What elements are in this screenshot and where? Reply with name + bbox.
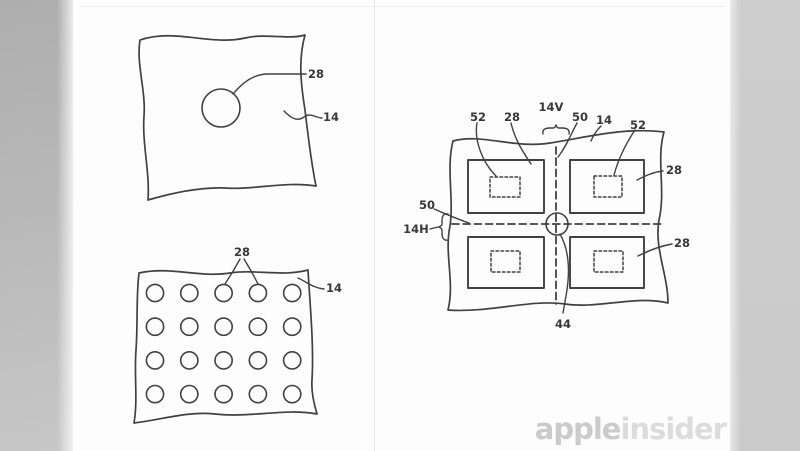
panel-top-left — [467, 159, 545, 214]
ref-label-28-top: 28 — [504, 110, 520, 124]
ref-label-44: 44 — [555, 317, 571, 331]
hole-circle — [248, 283, 268, 303]
hole-circle — [145, 317, 165, 337]
hole-circle — [179, 283, 199, 303]
ref-label-14: 14 — [323, 110, 339, 124]
leader-line-14 — [297, 277, 325, 290]
hole-circle — [145, 283, 165, 303]
figure-scribe-lines: 52 28 14V 50 14 52 28 28 50 14H 44 — [403, 100, 690, 331]
page-canvas — [73, 0, 730, 451]
ref-label-14: 14 — [596, 113, 612, 127]
panel-bottom-left — [467, 236, 545, 289]
hole-circle — [282, 384, 302, 404]
hole-circle — [145, 384, 165, 404]
ref-label-50-top: 50 — [572, 110, 588, 124]
watermark-light-part: insider — [620, 412, 727, 446]
leader-28-lower-right — [637, 243, 673, 257]
component-outline-br — [593, 250, 624, 273]
hole-circle — [214, 384, 234, 404]
leader-28-upper-right — [636, 170, 664, 181]
ref-label-28-lower-right: 28 — [674, 236, 690, 250]
ref-label-14v: 14V — [539, 100, 564, 114]
hole-circle — [282, 350, 302, 370]
hole-circle — [248, 350, 268, 370]
center-hole-circle — [545, 212, 569, 236]
ref-label-14: 14 — [326, 281, 342, 295]
leader-52-right — [613, 129, 636, 176]
watermark-bold-part: apple — [534, 412, 622, 446]
figure-hole-array: 28 14 — [133, 245, 342, 424]
leader-50-top — [557, 122, 578, 158]
hole-circle — [179, 384, 199, 404]
hole-circle — [145, 350, 165, 370]
hole-circle — [282, 317, 302, 337]
ref-label-28-upper-right: 28 — [666, 163, 682, 177]
hole-circle — [248, 317, 268, 337]
substrate-outline — [138, 34, 317, 201]
panel-top-right — [569, 159, 645, 214]
leader-14-top — [590, 125, 602, 142]
figure-single-hole: 28 14 — [138, 34, 339, 201]
leader-line-14 — [283, 110, 323, 120]
brace-14h — [438, 213, 449, 241]
leader-50-left — [433, 208, 470, 224]
brace-14v — [542, 124, 570, 135]
hole-array — [145, 283, 302, 404]
component-outline-bl — [490, 250, 521, 273]
ref-label-28: 28 — [308, 67, 324, 81]
leader-line-28 — [232, 73, 307, 95]
leader-fork-right — [243, 258, 259, 285]
hole-circle — [282, 283, 302, 303]
leader-fork-left — [224, 258, 241, 285]
substrate-outline — [447, 129, 669, 312]
page-fold-line — [374, 0, 375, 451]
hole-circle — [214, 317, 234, 337]
leader-52-left — [475, 122, 497, 177]
right-gradient-band — [730, 0, 800, 451]
hole-circle — [248, 384, 268, 404]
leader-44 — [559, 233, 570, 314]
hole-circle — [179, 350, 199, 370]
label-14h-connector — [429, 226, 439, 230]
ref-label-52-left: 52 — [470, 110, 486, 124]
component-outline-tl — [489, 176, 521, 198]
panel-bottom-right — [569, 236, 645, 289]
ref-label-14h: 14H — [403, 222, 429, 236]
hole-circle — [214, 283, 234, 303]
appleinsider-watermark: appleinsider — [534, 412, 727, 446]
ref-label-50-left: 50 — [419, 198, 435, 212]
component-outline-tr — [593, 175, 623, 198]
ref-label-52-right: 52 — [630, 118, 646, 132]
ref-label-28: 28 — [234, 245, 250, 259]
leader-28-top — [510, 122, 532, 165]
hole-circle — [179, 317, 199, 337]
left-gradient-band — [0, 0, 73, 451]
scan-top-edge — [80, 6, 725, 7]
hole-circle — [214, 350, 234, 370]
hole-circle — [201, 88, 241, 128]
